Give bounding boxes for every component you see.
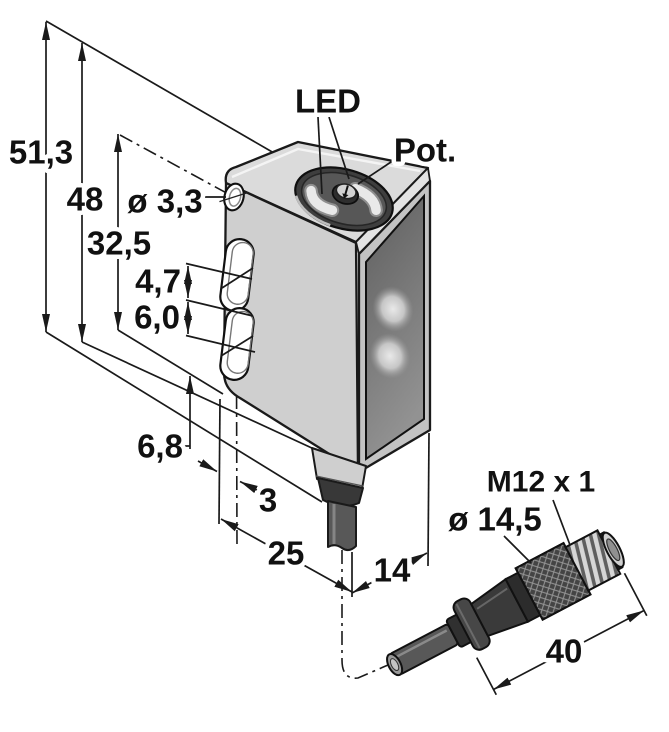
ext-line-bottom-325 bbox=[117, 329, 224, 395]
slot-cross-1 bbox=[221, 267, 254, 289]
dim-connector-length-label: 40 bbox=[546, 633, 583, 670]
dim-slot-width-label: 4,7 bbox=[135, 263, 181, 300]
potentiometer bbox=[331, 183, 360, 205]
cable-gland bbox=[311, 447, 367, 507]
mounting-hole bbox=[219, 182, 249, 212]
dim-line-body-width bbox=[351, 552, 428, 594]
led-label: LED bbox=[295, 83, 361, 120]
ext-line-left-face bbox=[218, 398, 221, 525]
dim-connector-diameter-label: ø 14,5 bbox=[448, 501, 542, 538]
ref-line-slot-2 bbox=[185, 334, 256, 353]
ext-line-right-face bbox=[427, 432, 430, 567]
cable-centerline bbox=[341, 550, 389, 679]
dim-arrow-hole-offset-right bbox=[239, 480, 262, 494]
connector-tip bbox=[601, 531, 625, 568]
led-leader-left bbox=[317, 116, 323, 195]
dim-total-height-label: 51,3 bbox=[9, 134, 73, 171]
connector-diameter-leader bbox=[503, 535, 532, 564]
led-pot-bezel bbox=[294, 166, 394, 232]
dim-hole-to-bottom-label: 32,5 bbox=[87, 225, 151, 262]
labels: 51,3 48 ø 3,3 32,5 4,7 6,0 6,8 3 25 14 L… bbox=[4, 78, 599, 674]
dim-slot-to-bottom-label: 6,8 bbox=[137, 428, 183, 465]
dim-body-width-label: 14 bbox=[374, 552, 411, 589]
dim-connector-length bbox=[475, 572, 648, 696]
knurled-nut bbox=[514, 541, 592, 621]
dim-body-depth-label: 25 bbox=[268, 535, 305, 572]
pot-label: Pot. bbox=[394, 132, 456, 169]
lens-2 bbox=[369, 333, 411, 379]
m12-connector bbox=[386, 529, 648, 696]
dim-arrow-hole-offset-left bbox=[197, 459, 218, 473]
dim-hole-offset-label: 3 bbox=[259, 482, 277, 519]
sensor-body bbox=[184, 140, 432, 552]
dim-line-body-depth bbox=[220, 518, 353, 593]
ext-line-top bbox=[45, 20, 275, 154]
thread-leader bbox=[552, 499, 571, 546]
top-face-rim bbox=[231, 147, 421, 179]
leader-lines bbox=[205, 116, 571, 564]
dim-slot-pitch-label: 6,0 bbox=[134, 299, 180, 336]
ref-line-slot-mid bbox=[185, 299, 254, 317]
dim-body-height-label: 48 bbox=[67, 181, 104, 218]
led-leader-right bbox=[328, 116, 350, 180]
mounting-slot-2 bbox=[219, 307, 255, 381]
dim-connector-thread-label: M12 x 1 bbox=[487, 466, 595, 499]
ext-line-bottom-513 bbox=[45, 331, 323, 503]
sensor-cable bbox=[327, 500, 357, 552]
lens-1 bbox=[372, 286, 414, 332]
ext-line-bottom-48 bbox=[81, 341, 315, 450]
slot-cross-2 bbox=[220, 335, 254, 357]
pot-leader bbox=[357, 157, 398, 185]
ext-dashdot-hole bbox=[119, 134, 233, 197]
connector-cable bbox=[386, 623, 459, 677]
dim-hole-diameter-label: ø 3,3 bbox=[127, 183, 202, 220]
